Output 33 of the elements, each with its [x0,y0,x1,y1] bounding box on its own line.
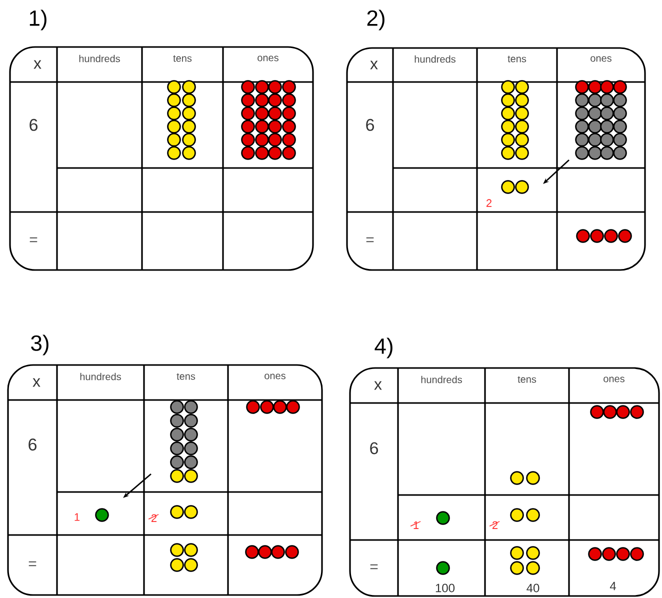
times-sign: x [32,378,40,387]
carry-digit: 2 [486,199,492,207]
equals-sign: = [370,564,378,570]
times-sign: x [34,60,42,69]
column-header: hundreds [79,54,120,62]
column-header: tens [176,373,196,380]
carry-digit: 1 [74,513,80,521]
panel-number: 1) [30,10,46,30]
multiplier: 6 [366,118,374,131]
column-header: tens [508,56,526,62]
panel-number: 4) [374,338,392,358]
column-header: hundreds [414,55,456,63]
place-value: 4 [610,582,616,590]
multiplier: 6 [30,118,38,131]
column-header: ones [604,376,624,382]
column-header: tens [173,55,192,62]
equals-sign: = [366,237,374,242]
place-value: 40 [526,584,540,592]
column-header: ones [258,56,278,62]
panel-number: 2) [367,10,384,30]
equals-sign: = [28,561,36,566]
equals-sign: = [30,237,38,242]
multiplier: 6 [370,442,378,454]
column-header: hundreds [421,376,462,384]
times-sign: x [374,381,382,390]
place-value: 100 [436,584,455,592]
multiplier: 6 [28,438,36,451]
column-header: hundreds [80,372,121,380]
times-sign: x [370,60,378,70]
column-header: tens [518,376,536,383]
column-header: ones [264,374,286,380]
column-header: ones [590,56,612,62]
panel-number: 3) [31,334,48,356]
